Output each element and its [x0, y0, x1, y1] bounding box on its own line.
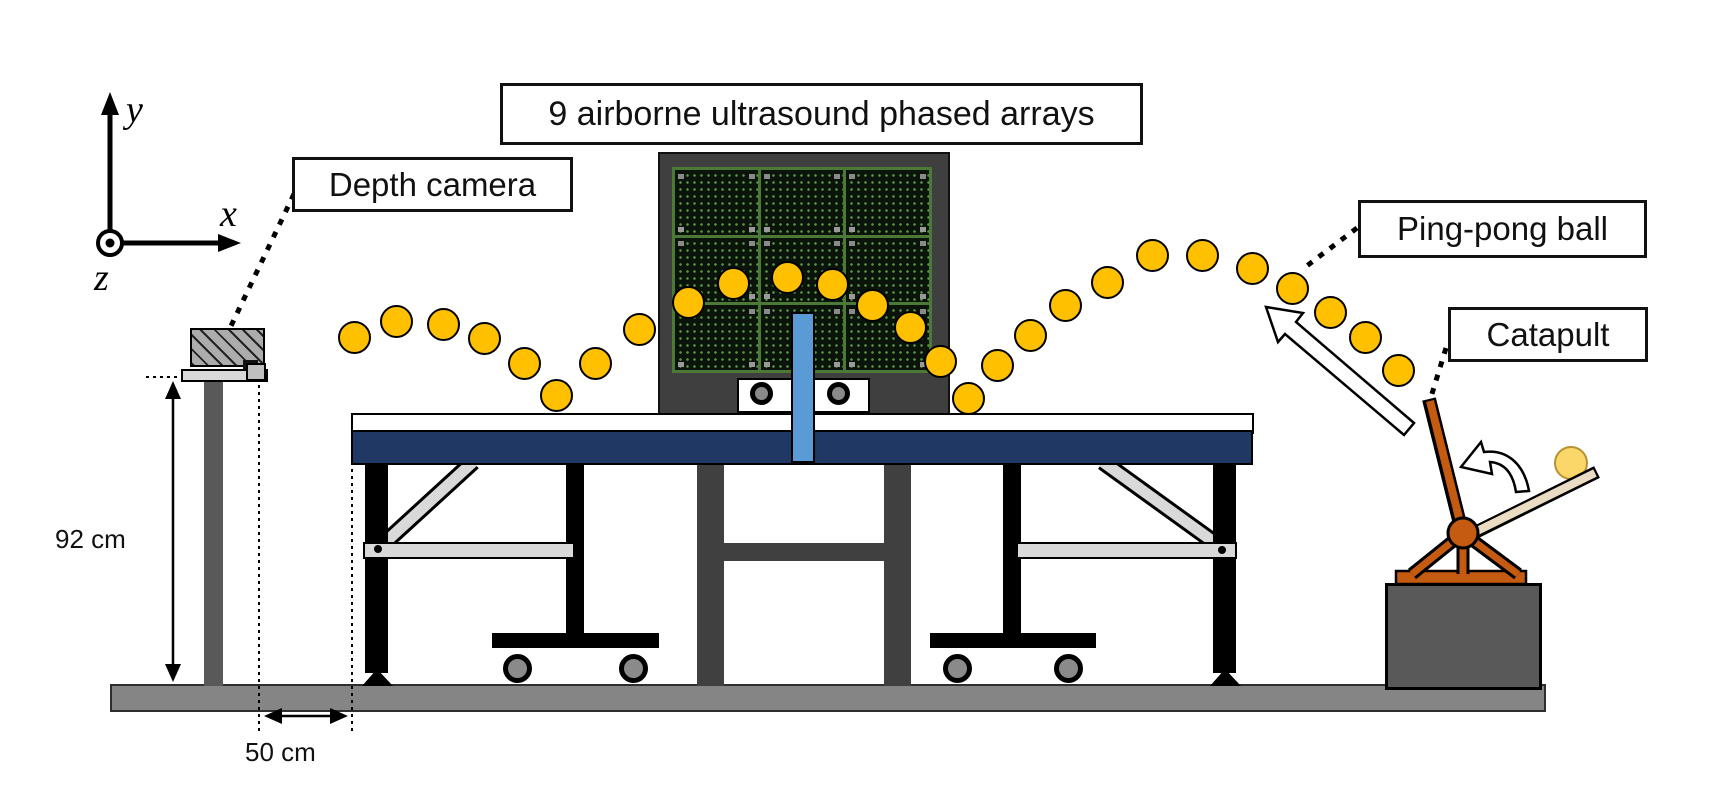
catapult-connector — [1428, 347, 1449, 398]
table-leg-left — [365, 461, 388, 673]
ping-pong-ball-trajectory-point — [507, 346, 541, 380]
connector-circle — [827, 382, 850, 405]
depth-camera-label: Depth camera — [292, 157, 573, 212]
ping-pong-ball-trajectory-point — [1348, 320, 1382, 354]
ping-pong-ball-label: Ping-pong ball — [1358, 200, 1647, 258]
ping-pong-ball-trajectory-point — [716, 266, 750, 300]
dimension-92cm — [146, 376, 184, 682]
rotation-arrow-icon — [1458, 439, 1531, 494]
camera-bracket — [246, 363, 266, 381]
distance-measurement-text: 50 cm — [245, 737, 316, 767]
rail-bolt — [1218, 546, 1226, 554]
ping-pong-ball-trajectory-point — [671, 285, 705, 319]
panel-stand-crossbar — [724, 543, 884, 561]
caster-post-left — [566, 461, 584, 634]
floor — [110, 684, 1546, 712]
ping-pong-ball-trajectory-point — [951, 381, 985, 415]
ping-pong-ball-trajectory-point — [1313, 295, 1347, 329]
ping-pong-ball-trajectory-point — [923, 344, 957, 378]
ping-pong-ball-trajectory-point — [770, 260, 804, 294]
phased-array-unit — [846, 237, 929, 303]
phased-array-unit — [760, 170, 844, 235]
y-axis-label: y — [126, 89, 143, 131]
ping-pong-ball-trajectory-point — [855, 288, 889, 322]
diagonal-brace-left — [372, 455, 479, 556]
ping-pong-ball-trajectory-point — [1235, 251, 1269, 285]
caster-wheel — [619, 654, 648, 683]
title-text: 9 airborne ultrasound phased arrays — [548, 94, 1095, 133]
rail-bolt — [374, 545, 382, 553]
phased-array-unit — [675, 170, 758, 235]
ping-pong-ball-trajectory-point — [1048, 288, 1082, 322]
caster-wheel — [503, 654, 532, 683]
caster-post-right — [1003, 461, 1021, 634]
ping-pong-ball-trajectory-point — [1013, 318, 1047, 352]
ping-pong-ball-trajectory-point — [893, 310, 927, 344]
net-post — [791, 312, 815, 463]
ping-pong-ball-trajectory-point — [337, 320, 371, 354]
catapult-text: Catapult — [1486, 315, 1610, 353]
ping-pong-connector — [1302, 226, 1359, 270]
caster-wheel — [1054, 654, 1083, 683]
catapult-pivot-hub — [1446, 516, 1480, 550]
connector-circle — [750, 382, 773, 405]
catapult-frame — [1394, 527, 1528, 586]
ping-pong-ball-trajectory-point — [622, 312, 656, 346]
catapult-label: Catapult — [1448, 307, 1648, 362]
caster-wheel — [943, 654, 972, 683]
ping-pong-ball-trajectory-point — [578, 346, 612, 380]
panel-stand-leg-left — [697, 461, 724, 686]
ping-pong-ball-trajectory-point — [379, 304, 413, 338]
ping-pong-ball-trajectory-point — [1275, 271, 1309, 305]
side-rail-right — [1016, 542, 1237, 559]
x-axis-label: x — [220, 193, 237, 235]
dimension-50cm — [258, 378, 353, 731]
catapult-main-arm — [1422, 397, 1468, 530]
z-axis-out-of-plane-icon — [96, 229, 124, 257]
z-axis-label: z — [94, 257, 109, 299]
ping-pong-ball-trajectory-point — [1185, 238, 1219, 272]
ping-pong-ball-trajectory-point — [1135, 238, 1169, 272]
ping-pong-ball-trajectory-point — [539, 378, 573, 412]
title-label: 9 airborne ultrasound phased arrays — [500, 83, 1143, 145]
ping-pong-ball-trajectory-point — [815, 267, 849, 301]
depth-camera-text: Depth camera — [328, 165, 537, 203]
height-measurement-text: 92 cm — [55, 524, 126, 554]
caster-bar-left — [492, 633, 659, 648]
ping-pong-ball-trajectory-point — [980, 348, 1014, 382]
catapult-base-box — [1385, 583, 1542, 690]
depth-camera-connector — [228, 192, 297, 328]
depth-camera-device — [190, 328, 265, 367]
phased-array-unit — [846, 170, 929, 235]
catapult-throw-arm — [1463, 466, 1600, 543]
diagonal-brace-right — [1098, 455, 1223, 552]
ping-pong-ball-trajectory-point — [426, 307, 460, 341]
ping-pong-ball-trajectory-point — [1090, 265, 1124, 299]
ping-pong-ball-trajectory-point — [1381, 353, 1415, 387]
ping-pong-ball-trajectory-point — [467, 321, 501, 355]
camera-pole — [204, 378, 223, 686]
panel-stand-leg-right — [884, 461, 911, 686]
ping-pong-ball-on-catapult — [1554, 446, 1588, 480]
ping-pong-ball-text: Ping-pong ball — [1397, 210, 1608, 247]
caster-bar-right — [930, 633, 1096, 648]
side-rail-left — [363, 542, 575, 559]
table-leg-right — [1213, 461, 1236, 673]
